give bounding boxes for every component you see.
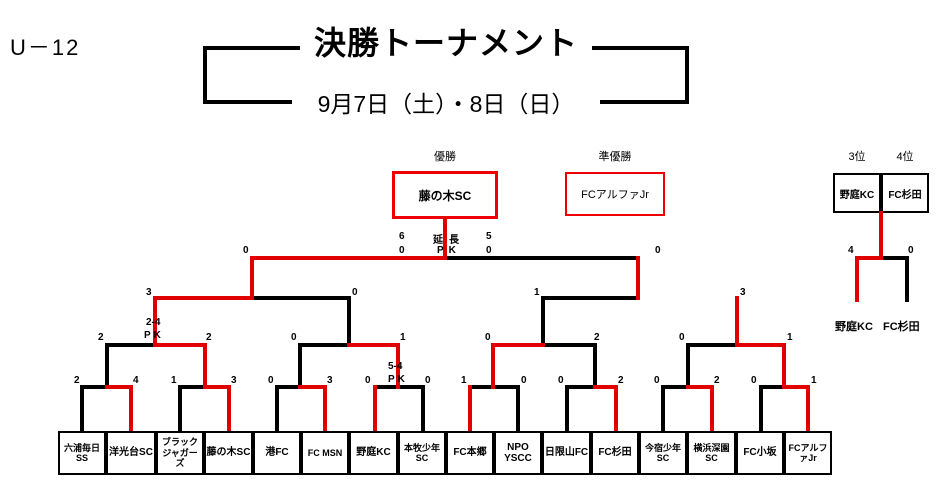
r1-1-score-a: 2 [74, 375, 80, 386]
team-box: 野庭KC [349, 431, 398, 475]
third-place-label: 3位 [848, 151, 866, 163]
team-box: 今宿少年SC [639, 431, 687, 475]
final-score-right: 0 [655, 245, 661, 256]
r1-2-score-b: 3 [231, 375, 237, 386]
team-box: 洋光台SC [106, 431, 156, 475]
sf-left-score-a: 3 [146, 287, 152, 298]
r1-4-score-b: 0 [425, 375, 431, 386]
team-box: NPO YSCC [494, 431, 542, 475]
third-place-box: 野庭KC [833, 173, 881, 213]
qf3-score-b: 2 [594, 332, 600, 343]
qf1-pk-score: 2-4 [146, 317, 161, 328]
team-box: FC小坂 [736, 431, 784, 475]
page-title: 決勝トーナメント [300, 22, 592, 64]
pk-label: PK [437, 245, 461, 256]
sf-left-score-b: 0 [352, 287, 358, 298]
playoff-score-right: 0 [908, 245, 914, 256]
qf2-score-b: 1 [400, 332, 406, 343]
team-box: 日限山FC [542, 431, 591, 475]
fourth-place-label: 4位 [896, 151, 914, 163]
qf2-score-a: 0 [291, 332, 297, 343]
qf1-score-a: 2 [98, 332, 104, 343]
final-et-left: 6 [399, 231, 405, 242]
r1-1-score-b: 4 [133, 375, 139, 386]
qf1-pk-label: PK [144, 330, 164, 341]
sf-right-score-a: 1 [534, 287, 540, 298]
final-pk-right: 0 [486, 245, 492, 256]
r1-6-score-b: 2 [618, 375, 624, 386]
team-box: ブラックジャガーズ [156, 431, 204, 475]
team-box: 横浜深園SC [687, 431, 736, 475]
qf4-score-a: 0 [679, 332, 685, 343]
r1-3-score-a: 0 [268, 375, 274, 386]
runner-up-label: 準優勝 [598, 151, 632, 163]
team-box: 六浦毎日SS [58, 431, 106, 475]
r1-7-score-a: 0 [654, 375, 660, 386]
r1-8-score-b: 1 [811, 375, 817, 386]
team-box: FC本郷 [446, 431, 494, 475]
r1-7-score-b: 2 [714, 375, 720, 386]
qf3-score-a: 0 [485, 332, 491, 343]
team-box: 藤の木SC [204, 431, 253, 475]
qf4-score-b: 1 [787, 332, 793, 343]
team-box: FC杉田 [591, 431, 639, 475]
team-box: FC MSN [301, 431, 349, 475]
team-box: 本牧少年SC [398, 431, 446, 475]
r1-5-score-b: 0 [521, 375, 527, 386]
final-et-right: 5 [486, 231, 492, 242]
sf-right-score-b: 3 [740, 287, 746, 298]
r1-4-pk-score: 5-4 [388, 361, 403, 372]
final-pk-left: 0 [399, 245, 405, 256]
playoff-score-left: 4 [848, 245, 854, 256]
fourth-place-box: FC杉田 [881, 173, 929, 213]
r1-4-pk-label: PK [388, 374, 408, 385]
team-box: FCアルファJr [784, 431, 832, 475]
r1-2-score-a: 1 [171, 375, 177, 386]
qf1-score-b: 2 [206, 332, 212, 343]
r1-3-score-b: 3 [327, 375, 333, 386]
playoff-team-left: 野庭KC [835, 321, 873, 333]
final-score-left: 0 [243, 245, 249, 256]
playoff-team-right: FC杉田 [883, 321, 920, 333]
r1-8-score-a: 0 [751, 375, 757, 386]
r1-5-score-a: 1 [461, 375, 467, 386]
winner-label: 優勝 [434, 151, 456, 163]
runner-up-box: FCアルファJr [565, 172, 665, 216]
team-box: 港FC [253, 431, 301, 475]
r1-4-score-a: 0 [365, 375, 371, 386]
category-label: U－12 [10, 35, 81, 60]
date-label: 9月7日（土）・8日（日） [292, 87, 600, 121]
extra-time-label: 延長 [433, 235, 465, 246]
r1-6-score-a: 0 [558, 375, 564, 386]
